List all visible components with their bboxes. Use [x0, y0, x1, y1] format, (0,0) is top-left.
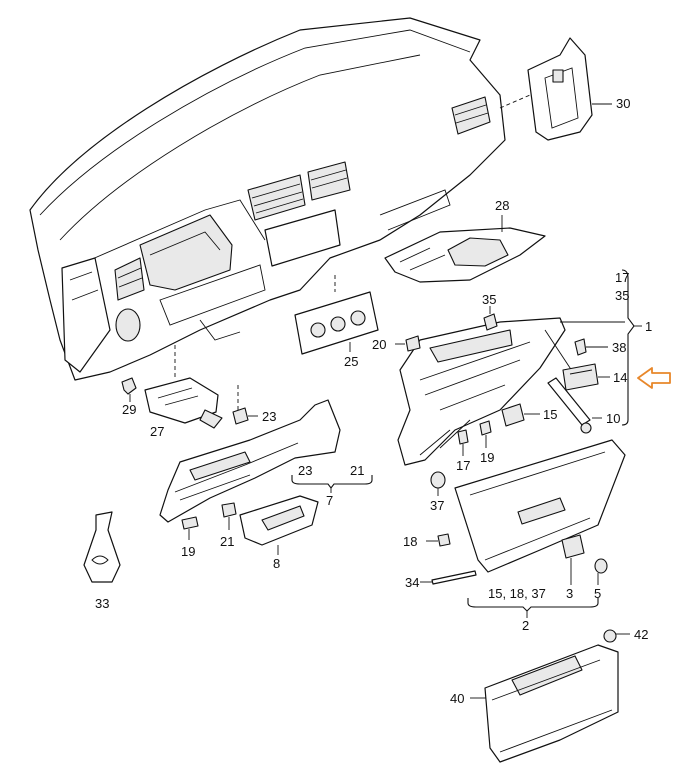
callout-8: 8: [273, 556, 280, 571]
callout-27: 27: [150, 424, 164, 439]
part-10-damper: 10: [547, 377, 620, 434]
callout-15: 15: [543, 407, 557, 422]
callout-21: 21: [220, 534, 234, 549]
part-17-screw: 17: [456, 429, 470, 473]
highlight-arrow-icon: [637, 367, 671, 389]
part-8-storage-tray: 8: [239, 495, 319, 571]
part-23-clip-upper: 23: [232, 385, 276, 425]
callout-35-group: 35: [615, 288, 629, 303]
part-35-clip: 35: [482, 292, 498, 331]
part-30-side-trim: 30: [499, 37, 630, 141]
callout-20: 20: [372, 337, 386, 352]
callout-23-upper: 23: [262, 409, 276, 424]
part-29-clip: 29: [121, 377, 137, 417]
part-15-bracket: 15: [501, 403, 557, 427]
callout-40: 40: [450, 691, 464, 706]
part-34-pin: 34: [405, 570, 477, 590]
callout-23-lower: 23: [298, 463, 312, 478]
part-19-screw-upper: 19: [479, 420, 494, 465]
callout-28: 28: [495, 198, 509, 213]
callout-7: 7: [326, 493, 333, 508]
part-2-glovebox-lid: 15, 18, 37 2: [454, 439, 626, 633]
part-18-screw: 18: [403, 533, 451, 549]
callout-18: 18: [403, 534, 417, 549]
callout-group2-list: 15, 18, 37: [488, 586, 546, 601]
part-21-clip: 21: [220, 502, 237, 549]
part-28-insulation: 28: [384, 198, 546, 283]
part-33-cover-bag: 33: [83, 511, 121, 611]
callout-5: 5: [594, 586, 601, 601]
callout-19-upper: 19: [480, 450, 494, 465]
callout-19-lower: 19: [181, 544, 195, 559]
callout-2: 2: [522, 618, 529, 633]
callout-29: 29: [122, 402, 136, 417]
part-5-cylinder: 5: [594, 558, 608, 601]
callout-10: 10: [606, 411, 620, 426]
part-42-screw: 42: [603, 627, 648, 643]
callout-35: 35: [482, 292, 496, 307]
callout-42: 42: [634, 627, 648, 642]
part-38-clip: 38: [574, 338, 626, 356]
callout-30: 30: [616, 96, 630, 111]
dashboard-panel: [29, 17, 506, 381]
part-7-lower-trim: 23 21 7: [159, 399, 373, 523]
part-14-socket: 14: [562, 363, 671, 391]
part-40-storage-bin: 40: [450, 644, 619, 763]
callout-21-lower: 21: [350, 463, 364, 478]
callout-3: 3: [566, 586, 573, 601]
callout-1: 1: [645, 319, 652, 334]
part-3-lock: 3: [561, 534, 585, 601]
callout-33: 33: [95, 596, 109, 611]
part-20-clip: 20: [372, 335, 421, 352]
callout-17-group: 17: [615, 270, 629, 285]
callout-17: 17: [456, 458, 470, 473]
part-1-glovebox-housing: 1 17 35: [397, 269, 652, 466]
callout-38: 38: [612, 340, 626, 355]
part-19-screw-lower: 19: [181, 516, 199, 559]
callout-34: 34: [405, 575, 419, 590]
part-27-bracket: 27: [144, 345, 223, 439]
part-25-climate-panel: 25: [294, 275, 379, 369]
callout-14: 14: [613, 370, 627, 385]
callout-25: 25: [344, 354, 358, 369]
callout-37: 37: [430, 498, 444, 513]
part-37-plug: 37: [430, 471, 446, 513]
